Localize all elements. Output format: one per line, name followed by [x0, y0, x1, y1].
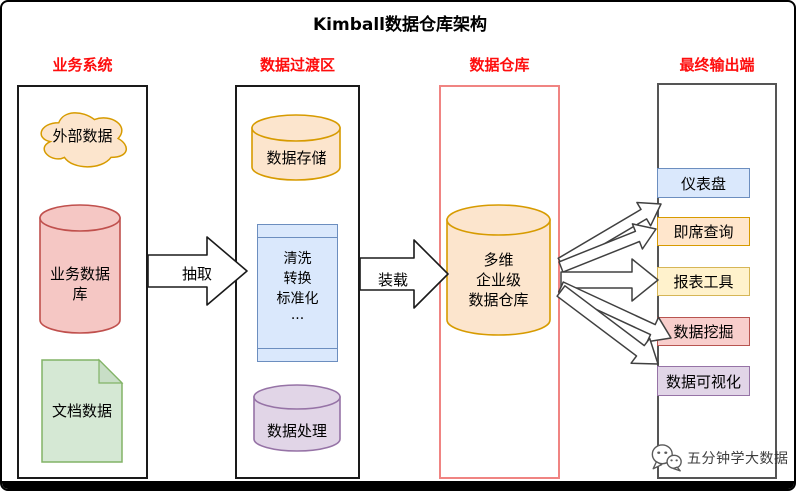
etl-process-label: 清洗 转换 标准化 ···	[276, 251, 319, 327]
output-item-report-tools: 报表工具	[657, 267, 750, 296]
output-item-dashboard: 仪表盘	[657, 168, 750, 198]
data-storage-label: 数据存储	[266, 149, 327, 167]
arrow-to-data-visualization	[556, 285, 659, 365]
load-label: 装载	[377, 271, 408, 289]
external-data-label: 外部数据	[52, 127, 113, 145]
etl-process-box	[257, 224, 338, 362]
brand-text: 五分钟学大数据	[687, 450, 789, 467]
document-data-label: 文档数据	[51, 402, 112, 420]
output-item-adhoc-query: 即席查询	[657, 217, 750, 246]
data-processing-label: 数据处理	[266, 422, 327, 440]
business-database-label: 业务数据库	[49, 265, 110, 303]
arrow-to-dashboard	[557, 201, 662, 269]
extract-label: 抽取	[181, 265, 212, 283]
header-final-output: 最终输出端	[679, 56, 755, 74]
header-staging-area: 数据过渡区	[259, 56, 335, 74]
brand-footer: 五分钟学大数据	[650, 443, 789, 472]
arrow-to-adhoc-query	[558, 223, 657, 273]
header-data-warehouse: 数据仓库	[469, 56, 530, 74]
header-business-system: 业务系统	[52, 56, 113, 74]
bottom-border-bar	[2, 481, 794, 489]
output-item-data-mining: 数据挖掘	[657, 317, 750, 346]
output-item-data-visualization: 数据可视化	[657, 366, 750, 396]
diagram-title: Kimball数据仓库架构	[312, 15, 487, 35]
warehouse-label: 多维 企业级 数据仓库	[468, 251, 529, 309]
arrow-to-data-mining	[557, 281, 672, 343]
arrow-to-report-tools	[560, 258, 659, 302]
wechat-icon	[651, 444, 682, 472]
